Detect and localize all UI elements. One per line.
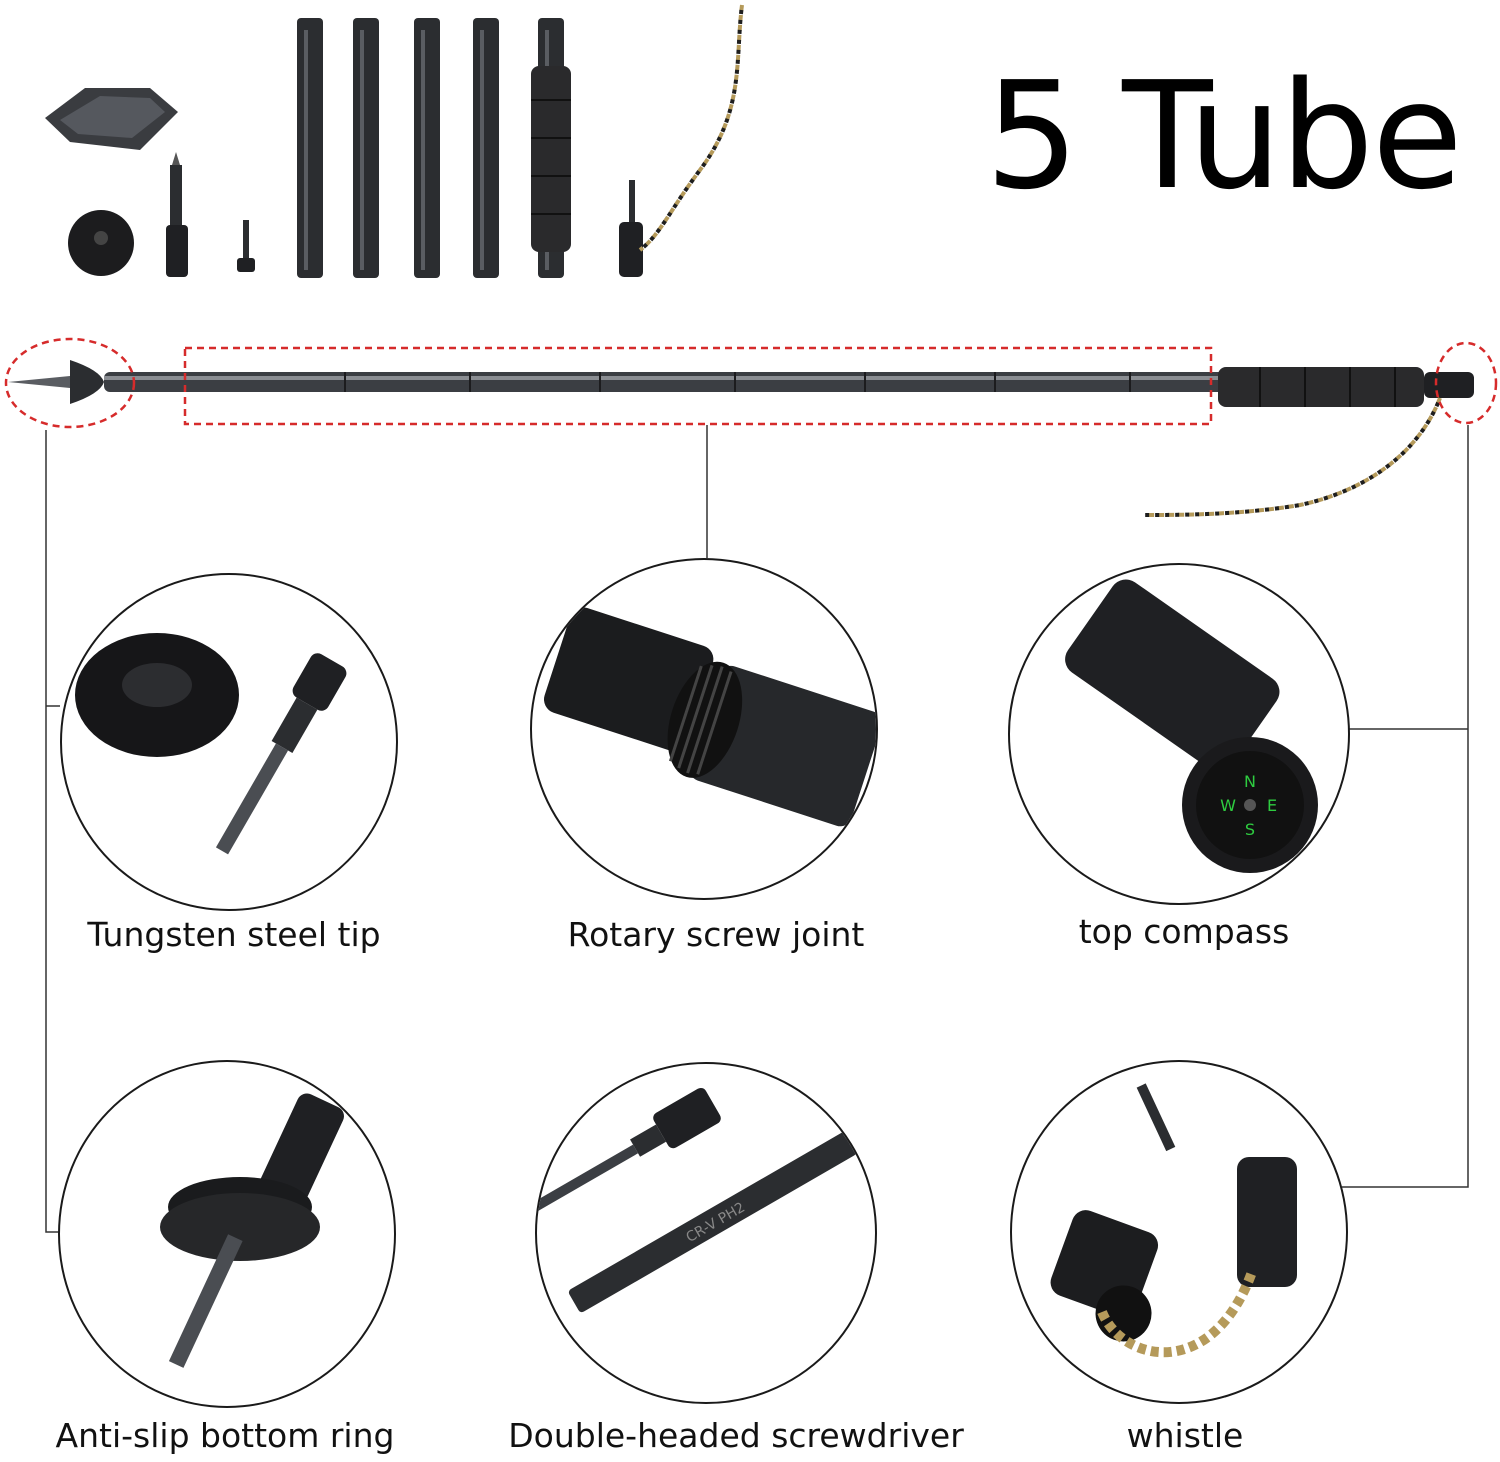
top-compass-detail: N E S W [1008, 563, 1350, 905]
small-bit-icon [237, 220, 255, 272]
tungsten-tip-detail [60, 573, 398, 911]
screw-joint-detail [530, 558, 878, 900]
tip-callout [4, 337, 136, 429]
feature-label-3: top compass [1078, 912, 1290, 951]
whistle-cap-icon [619, 180, 643, 277]
ring-closeup-image [160, 1093, 344, 1368]
cloth-icon [45, 88, 178, 150]
feature-label-6: whistle [1126, 1416, 1244, 1455]
top-callout [1434, 341, 1498, 425]
product-title: 5 Tube [985, 50, 1463, 222]
foam-grip-icon [531, 66, 571, 252]
tip-icon [166, 152, 188, 277]
feature-label-5: Double-headed screwdriver [508, 1416, 964, 1455]
basket-icon [68, 210, 134, 276]
whistle-closeup-image [1050, 1083, 1297, 1358]
compass-closeup-image: N E S W [1065, 579, 1318, 873]
whistle-detail [1010, 1060, 1348, 1404]
joint-closeup-image [543, 607, 876, 827]
assembled-pole-diagram [4, 337, 1498, 517]
feature-label-2: Rotary screw joint [567, 915, 865, 954]
feature-label-1: Tungsten steel tip [87, 915, 381, 954]
screwdriver-detail: CR-V PH2 [535, 1062, 877, 1404]
compass-s: S [1245, 820, 1255, 839]
shaft-callout [183, 346, 1213, 426]
compass-e: E [1267, 796, 1277, 815]
kit-parts-illustration [45, 4, 744, 278]
feature-label-4: Anti-slip bottom ring [55, 1416, 395, 1455]
screwdriver-closeup-image: CR-V PH2 [537, 1087, 857, 1313]
compass-n: N [1244, 772, 1256, 791]
tip-closeup-image [75, 633, 347, 855]
bottom-ring-detail [58, 1060, 396, 1408]
compass-w: W [1220, 796, 1236, 815]
